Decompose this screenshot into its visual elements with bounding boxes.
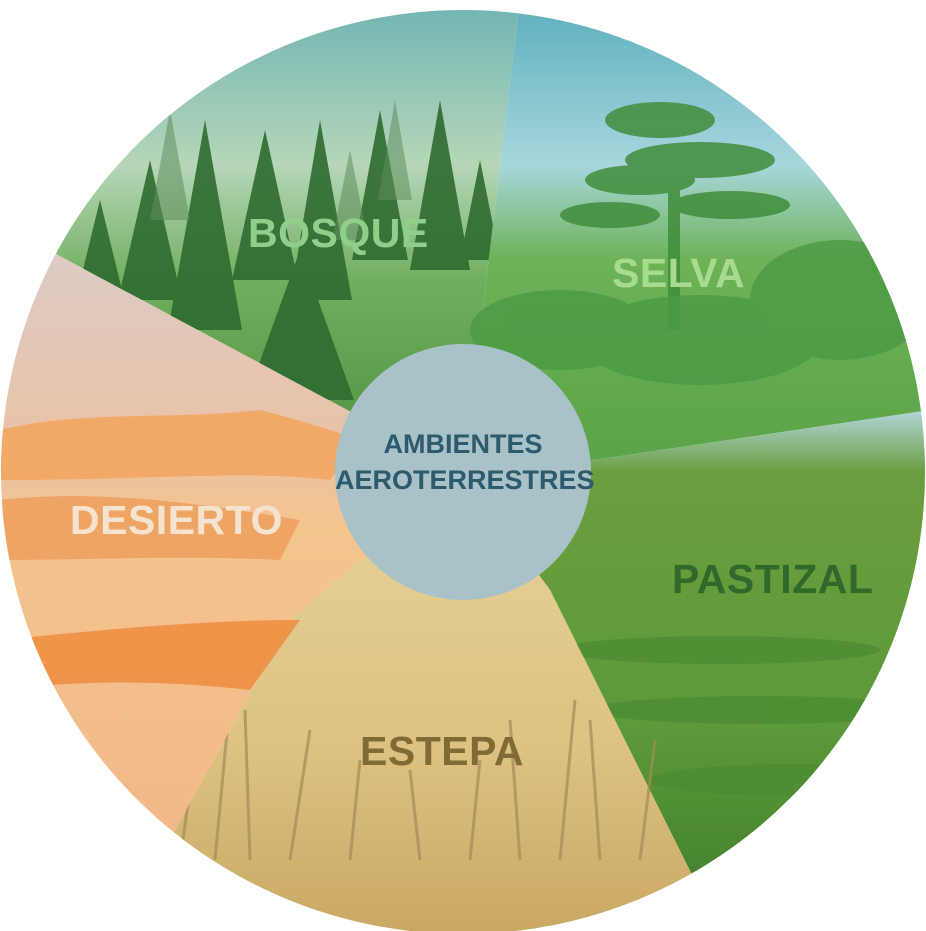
- estepa-label: ESTEPA: [360, 728, 524, 774]
- desierto-label: DESIERTO: [70, 497, 283, 543]
- bosque-label: BOSQUE: [248, 210, 429, 256]
- selva-label: SELVA: [612, 250, 746, 296]
- tropical-tree-illustration: [560, 102, 790, 330]
- conifer-trees-illustration: [78, 100, 500, 400]
- center-title: AMBIENTES AEROTERRESTRES: [335, 426, 595, 498]
- center-title-line2: AEROTERRESTRES: [335, 465, 595, 495]
- center-hub: [335, 344, 591, 600]
- center-title-line1: AMBIENTES: [383, 429, 543, 459]
- bosque-segment: [56, 10, 520, 472]
- pastizal-label: PASTIZAL: [672, 556, 874, 602]
- sand-dunes-illustration: [1, 410, 360, 690]
